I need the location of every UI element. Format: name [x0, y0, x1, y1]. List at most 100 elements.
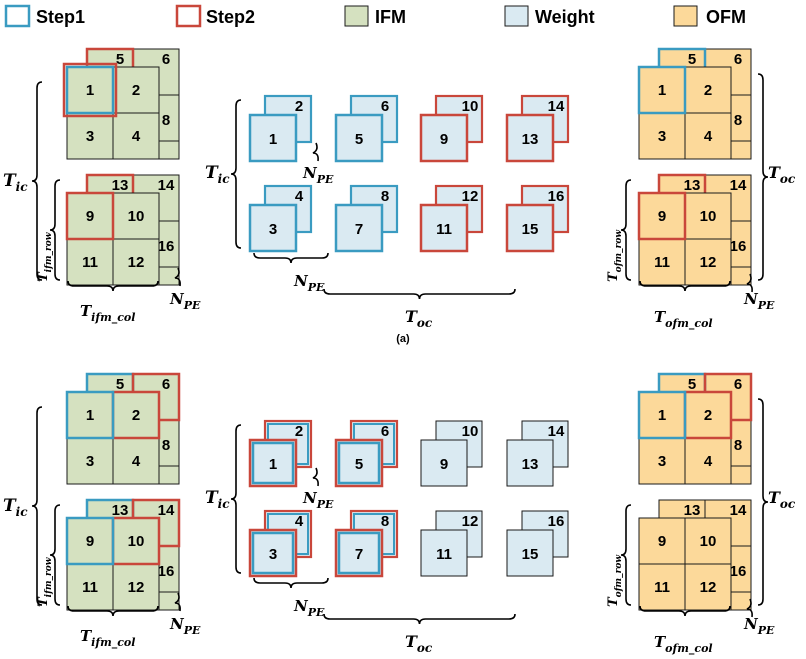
legend-label-ifm: IFM — [375, 7, 406, 27]
front-cell-number: 4 — [704, 453, 713, 470]
brace-ifm-tic — [31, 81, 43, 281]
back-cell-number: 6 — [162, 51, 170, 68]
brace-ofm-col — [639, 605, 731, 617]
weight-back-number: 8 — [381, 513, 389, 530]
weight-back-number: 16 — [548, 188, 565, 205]
back-cell-number: 8 — [162, 437, 170, 454]
front-cell-number: 4 — [132, 128, 141, 145]
legend-label-step2: Step2 — [206, 7, 255, 27]
weight-front — [334, 203, 384, 253]
weight-tile-5: 65 — [334, 94, 399, 163]
front-cell — [112, 563, 160, 611]
front-cell — [112, 437, 160, 485]
label-ofm-npe: NPE — [743, 290, 775, 312]
front-cell-number: 2 — [132, 407, 140, 424]
weight-back-number: 14 — [548, 423, 565, 440]
back-cell-number: 13 — [112, 177, 129, 194]
weight-front-number: 5 — [355, 456, 363, 473]
weight-front-number: 3 — [269, 221, 277, 238]
brace-weight-toc — [323, 288, 516, 300]
weight-back-number: 12 — [462, 188, 479, 205]
legend-swatch-ifm — [344, 5, 369, 27]
weight-front — [419, 113, 469, 163]
weight-back-number: 6 — [381, 98, 389, 115]
legend-swatch-step1 — [4, 4, 31, 28]
weight-back-number: 16 — [548, 513, 565, 530]
label-weight-npe: NPE — [293, 272, 325, 294]
weight-front-number: 1 — [269, 131, 277, 148]
weight-tile-9: 109 — [420, 420, 483, 487]
weight-front — [420, 529, 468, 577]
front-cell — [638, 517, 686, 565]
panel-caption: (a) — [396, 333, 410, 345]
back-cell-number: 6 — [162, 376, 170, 393]
front-cell-number: 2 — [132, 82, 140, 99]
label-weight-toc: Toc — [405, 307, 433, 330]
legend-item-ifm: IFM — [344, 5, 406, 27]
front-cell — [684, 238, 732, 286]
weight-front-number: 15 — [522, 546, 539, 563]
brace-weight-toc — [323, 613, 516, 625]
weight-front-number: 11 — [436, 221, 452, 238]
brace-ofm-row — [620, 179, 632, 281]
weight-front — [334, 438, 384, 488]
back-cell-number: 14 — [158, 502, 175, 519]
front-cell-number: 10 — [700, 533, 717, 550]
legend-label-step1: Step1 — [36, 7, 85, 27]
front-cell-number: 3 — [658, 128, 666, 145]
front-cell — [112, 112, 160, 160]
front-step1-outline — [637, 65, 687, 115]
brace-ifm-col — [67, 280, 159, 292]
front-cell-number: 2 — [704, 82, 712, 99]
back-cell-number: 16 — [158, 563, 175, 580]
front-step1-outline — [65, 390, 115, 440]
weight-front — [248, 528, 298, 578]
label-weight-toc: Toc — [405, 632, 433, 655]
front-cell — [66, 112, 114, 160]
front-cell — [684, 563, 732, 611]
label-weight-npe: NPE — [293, 597, 325, 619]
weight-front-number: 9 — [440, 131, 448, 148]
label-ifm-col: Tifm_col — [80, 627, 135, 650]
front-cell-number: 1 — [86, 82, 94, 99]
back-cell-number: 5 — [116, 376, 124, 393]
brace-ofm-toc — [757, 398, 769, 606]
curl-ifm-npe — [174, 592, 181, 612]
weight-front-number: 7 — [355, 546, 363, 563]
front-cell-number: 11 — [654, 254, 670, 271]
weight-tile-5: 65 — [334, 419, 399, 488]
curl-weight-npe-top — [312, 467, 319, 487]
front-cell-number: 10 — [128, 208, 145, 225]
label-ifm-tic: Tic — [3, 171, 28, 194]
front-step1-outline — [65, 65, 115, 115]
front-cell-number: 9 — [658, 533, 666, 550]
back-cell-number: 6 — [734, 51, 742, 68]
weight-front — [334, 113, 384, 163]
front-cell — [638, 238, 686, 286]
weight-tile-3: 43 — [248, 184, 313, 253]
brace-weight-npe — [253, 252, 329, 264]
front-cell-number: 12 — [128, 254, 145, 271]
weight-front — [505, 113, 555, 163]
weight-front-number: 5 — [355, 131, 363, 148]
curl-ofm-npe — [746, 598, 753, 618]
front-cell — [684, 112, 732, 160]
front-cell — [66, 563, 114, 611]
front-cell-number: 9 — [86, 533, 94, 550]
back-cell-number: 16 — [730, 563, 747, 580]
weight-back-number: 14 — [548, 98, 565, 115]
weight-back-number: 10 — [462, 423, 479, 440]
weight-front-step1 — [337, 441, 381, 485]
brace-ofm-toc — [757, 73, 769, 281]
front-step2-outline — [637, 191, 687, 241]
legend-swatch-step2 — [175, 4, 202, 28]
weight-front-step1 — [337, 531, 381, 575]
weight-front — [506, 439, 554, 487]
front-cell-number: 12 — [700, 579, 717, 596]
